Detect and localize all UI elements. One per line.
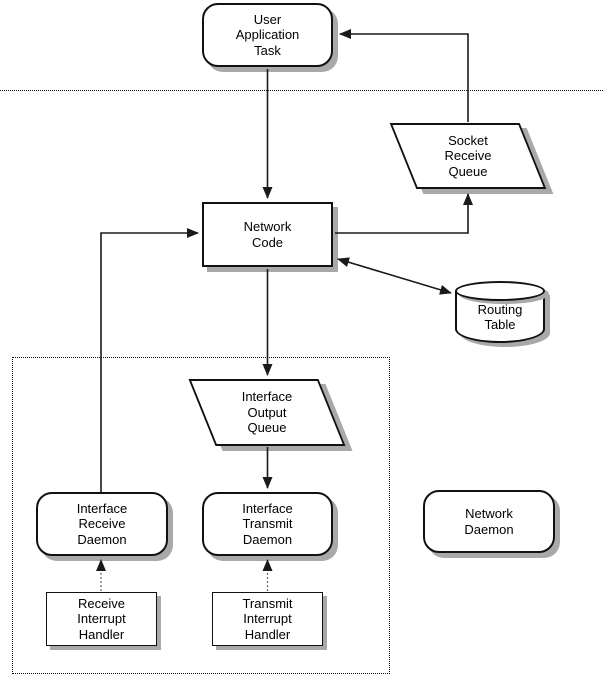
node-receive-interrupt-handler: Receive Interrupt Handler <box>46 592 157 646</box>
routing-table-label: Routing Table <box>477 301 523 333</box>
node-routing-table: Routing Table <box>455 281 545 343</box>
transmit-interrupt-handler-label: Transmit Interrupt Handler <box>242 595 293 642</box>
interface-output-queue-label: Interface Output Queue <box>241 389 293 436</box>
routing-table-cylinder-top <box>455 281 545 301</box>
receive-interrupt-handler-label: Receive Interrupt Handler <box>77 595 126 642</box>
network-code-label: Network Code <box>243 219 292 250</box>
socket-receive-queue-label: Socket Receive Queue <box>444 132 492 179</box>
node-transmit-interrupt-handler: Transmit Interrupt Handler <box>212 592 323 646</box>
node-socket-receive-queue: Socket Receive Queue <box>389 123 547 189</box>
node-interface-output-queue: Interface Output Queue <box>188 379 346 446</box>
user-application-task-label: User Application Task <box>235 11 300 58</box>
node-interface-receive-daemon: Interface Receive Daemon <box>36 492 168 556</box>
user-kernel-divider-line <box>0 90 603 91</box>
interface-receive-daemon-label: Interface Receive Daemon <box>76 500 128 547</box>
kernel-interface-region-border <box>12 357 390 674</box>
edge-networkcode-to-socketqueue <box>335 193 473 234</box>
node-user-application-task: User Application Task <box>202 3 333 67</box>
node-network-code: Network Code <box>202 202 333 267</box>
edge-networkcode-routingtable-bidirectional <box>337 257 452 295</box>
network-daemon-label: Network Daemon <box>464 506 514 537</box>
node-network-daemon: Network Daemon <box>423 490 555 553</box>
edge-socketqueue-to-userapp <box>339 29 469 122</box>
node-interface-transmit-daemon: Interface Transmit Daemon <box>202 492 333 556</box>
interface-transmit-daemon-label: Interface Transmit Daemon <box>242 500 293 547</box>
